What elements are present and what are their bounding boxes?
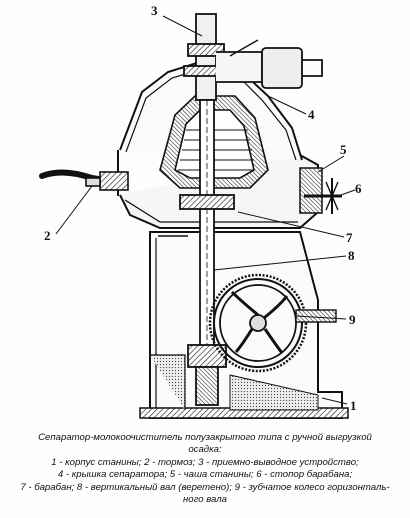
callout-9: 9 [349, 312, 356, 327]
vertical-shaft [179, 99, 235, 406]
frame-housing [139, 231, 349, 419]
callout-8: 8 [348, 248, 355, 263]
callout-3: 3 [151, 3, 158, 18]
callout-1: 1 [350, 398, 357, 413]
drum-stopper [304, 178, 342, 214]
caption-title-line-1: Сепаратор-молокоочиститель полузакрытого… [38, 432, 372, 443]
caption-legend-line-1: 1 - корпус станины; 2 - тормоз; 3 - прие… [51, 456, 359, 468]
caption-legend-line-3: 7 - барабан; 8 - вертикальный вал (верет… [20, 481, 390, 493]
callout-4: 4 [308, 107, 315, 122]
caption-legend-line-2: 4 - крышка сепаратора; 5 - чаша станины;… [57, 469, 353, 481]
brake [39, 169, 129, 191]
caption-legend-line-4: ного вала [182, 494, 227, 506]
callout-6: 6 [355, 181, 362, 196]
callout-7: 7 [346, 230, 353, 245]
frame-bowl [119, 154, 323, 229]
separator-cross-section-drawing: 3 4 5 6 7 8 9 1 2 [39, 3, 362, 419]
callout-2: 2 [44, 228, 51, 243]
callout-5: 5 [340, 142, 347, 157]
caption-title-line-2: осадка: [188, 444, 222, 456]
horizontal-shaft-gear-wheel [208, 273, 337, 373]
figure-caption: Сепаратор-молокоочиститель полузакрытого… [2, 432, 408, 506]
leader-lines [55, 15, 356, 405]
